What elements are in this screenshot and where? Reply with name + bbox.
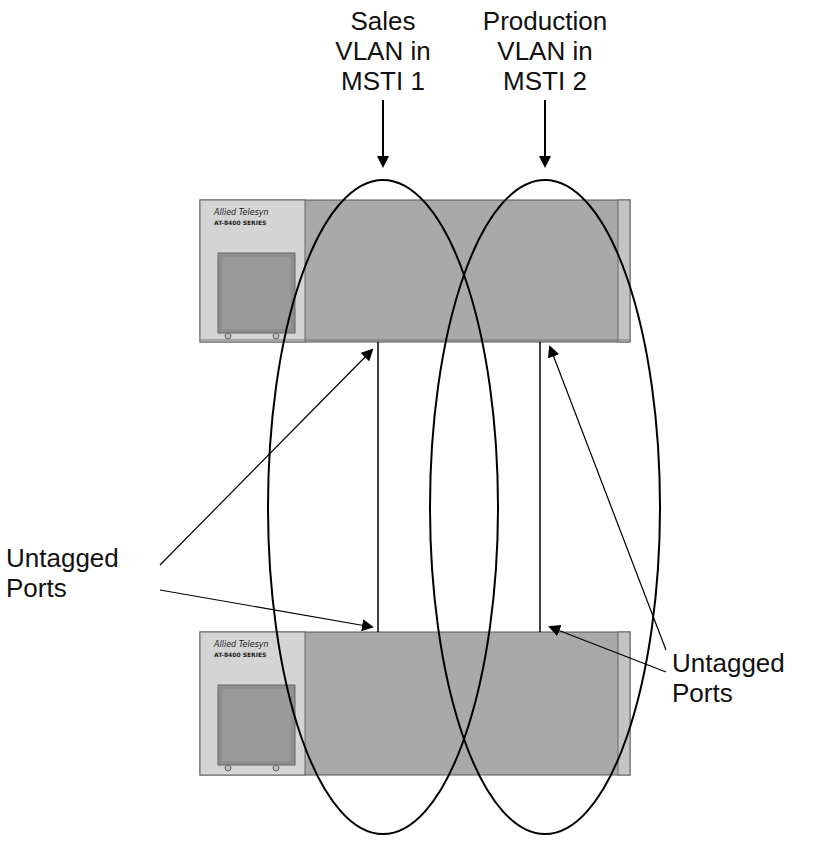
brand-logo: Allied Telesyn [214,208,269,217]
pointer-arrow [382,100,384,166]
switch-node: Allied TelesynAT-8400 SERIES [200,632,630,775]
leader-arrow [160,350,372,565]
leader-arrow [550,627,666,672]
model-label: AT-8400 SERIES [214,651,266,658]
leader-arrow [550,347,666,650]
switch-chassis [200,632,630,775]
vlan-label: Production VLAN in MSTI 2 [475,6,615,96]
model-label: AT-8400 SERIES [214,219,266,226]
brand-logo: Allied Telesyn [214,640,269,649]
port-link [377,342,379,632]
switch-node: Allied TelesynAT-8400 SERIES [200,200,630,342]
port-link [539,342,541,632]
port-label: Untagged Ports [6,543,156,603]
vlan-label: Sales VLAN in MSTI 1 [323,6,443,96]
port-label: Untagged Ports [672,648,812,708]
leader-arrow [160,590,372,627]
pointer-arrow [544,100,546,166]
switch-chassis [200,200,630,342]
vlan-ellipse [430,180,660,834]
